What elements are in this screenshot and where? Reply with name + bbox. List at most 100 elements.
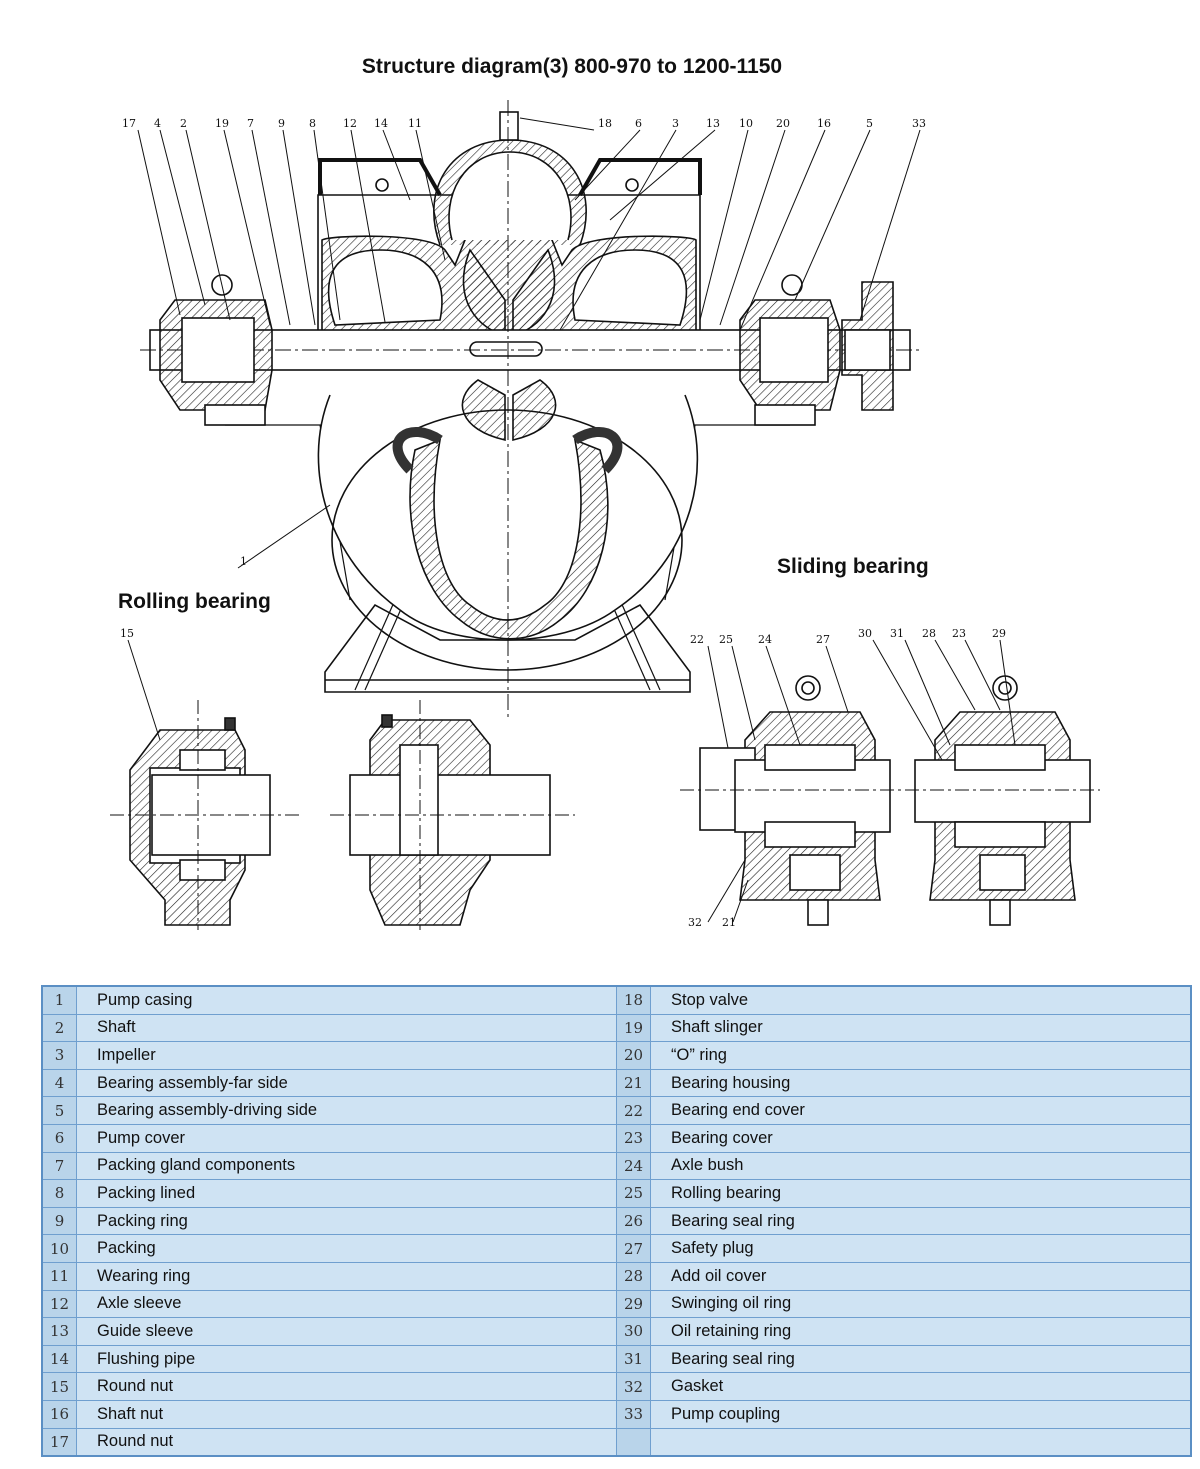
callout-32: 32 xyxy=(688,916,702,929)
callout-27: 27 xyxy=(816,633,830,646)
part-name: Swinging oil ring xyxy=(650,1289,1192,1319)
part-name: Impeller xyxy=(76,1041,617,1070)
part-name: Round nut xyxy=(76,1372,617,1401)
part-number: 25 xyxy=(616,1179,651,1208)
callout-8: 8 xyxy=(309,117,316,130)
callout-6: 6 xyxy=(635,117,642,130)
part-name: Pump coupling xyxy=(650,1399,1192,1429)
part-number: 2 xyxy=(41,1013,77,1043)
part-name: Bearing end cover xyxy=(650,1096,1192,1125)
part-number: 30 xyxy=(616,1317,651,1346)
part-number: 8 xyxy=(41,1179,77,1208)
part-number: 9 xyxy=(41,1206,77,1236)
part-name: Packing xyxy=(76,1234,617,1263)
part-name: Packing lined xyxy=(76,1179,617,1208)
part-name: Shaft nut xyxy=(76,1399,617,1429)
part-number: 11 xyxy=(41,1261,77,1291)
callout-30: 30 xyxy=(858,627,872,640)
callout-4: 4 xyxy=(154,117,161,130)
part-name: Packing gland components xyxy=(76,1151,617,1181)
part-number: 24 xyxy=(616,1151,651,1181)
callout-19: 19 xyxy=(215,117,229,130)
callout-24: 24 xyxy=(758,633,772,646)
part-number: 20 xyxy=(616,1041,651,1070)
callout-3: 3 xyxy=(672,117,679,130)
part-name: Bearing seal ring xyxy=(650,1344,1192,1374)
sliding-callouts: 22 25 24 27 30 31 28 23 29 32 21 xyxy=(688,627,1006,929)
part-number: 31 xyxy=(616,1344,651,1374)
part-name: Bearing housing xyxy=(650,1068,1192,1098)
part-name: Pump cover xyxy=(76,1123,617,1153)
part-number: 26 xyxy=(616,1206,651,1236)
callout-22: 22 xyxy=(690,633,704,646)
callout-14: 14 xyxy=(374,117,388,130)
part-number: 16 xyxy=(41,1399,77,1429)
pump-structure-drawing: 17 4 2 19 7 9 8 12 14 11 18 6 3 13 10 20… xyxy=(110,100,1100,930)
part-name: Stop valve xyxy=(650,985,1192,1015)
callout-17: 17 xyxy=(122,117,136,130)
part-number: 22 xyxy=(616,1096,651,1125)
part-name: Shaft xyxy=(76,1013,617,1043)
part-name: Round nut xyxy=(76,1427,617,1457)
callout-23: 23 xyxy=(952,627,966,640)
part-name: “O” ring xyxy=(650,1041,1192,1070)
part-name: Gasket xyxy=(650,1372,1192,1401)
part-number: 28 xyxy=(616,1261,651,1291)
part-name: Bearing seal ring xyxy=(650,1206,1192,1236)
part-name: Bearing assembly-far side xyxy=(76,1068,617,1098)
callout-12: 12 xyxy=(343,117,357,130)
rolling-bearing-title: Rolling bearing xyxy=(118,590,271,613)
part-number: 27 xyxy=(616,1234,651,1263)
part-name: Rolling bearing xyxy=(650,1179,1192,1208)
part-name: Oil retaining ring xyxy=(650,1317,1192,1346)
part-number: 10 xyxy=(41,1234,77,1263)
sliding-leader-lines xyxy=(707,639,1016,923)
part-number xyxy=(616,1427,651,1457)
callout-2: 2 xyxy=(180,117,187,130)
part-number: 33 xyxy=(616,1399,651,1429)
callout-33: 33 xyxy=(912,117,926,130)
part-number: 17 xyxy=(41,1427,77,1457)
callout-28: 28 xyxy=(922,627,936,640)
part-name: Bearing cover xyxy=(650,1123,1192,1153)
part-number: 18 xyxy=(616,985,651,1015)
callout-15: 15 xyxy=(120,627,134,640)
callout-7: 7 xyxy=(247,117,254,130)
part-number: 6 xyxy=(41,1123,77,1153)
part-number: 32 xyxy=(616,1372,651,1401)
callout-31: 31 xyxy=(890,627,904,640)
part-number: 5 xyxy=(41,1096,77,1125)
part-name: Pump casing xyxy=(76,985,617,1015)
part-number: 19 xyxy=(616,1013,651,1043)
part-number: 7 xyxy=(41,1151,77,1181)
part-name: Shaft slinger xyxy=(650,1013,1192,1043)
part-name: Guide sleeve xyxy=(76,1317,617,1346)
callout-21: 21 xyxy=(722,916,736,929)
callout-18: 18 xyxy=(598,117,612,130)
part-name: Wearing ring xyxy=(76,1261,617,1291)
callout-10: 10 xyxy=(739,117,753,130)
part-number: 3 xyxy=(41,1041,77,1070)
part-name: Add oil cover xyxy=(650,1261,1192,1291)
part-number: 13 xyxy=(41,1317,77,1346)
callout-25: 25 xyxy=(719,633,733,646)
callout-11: 11 xyxy=(408,117,422,130)
callout-1: 1 xyxy=(240,555,247,568)
part-number: 1 xyxy=(41,985,77,1015)
callout-20: 20 xyxy=(776,117,790,130)
callout-5: 5 xyxy=(866,117,873,130)
